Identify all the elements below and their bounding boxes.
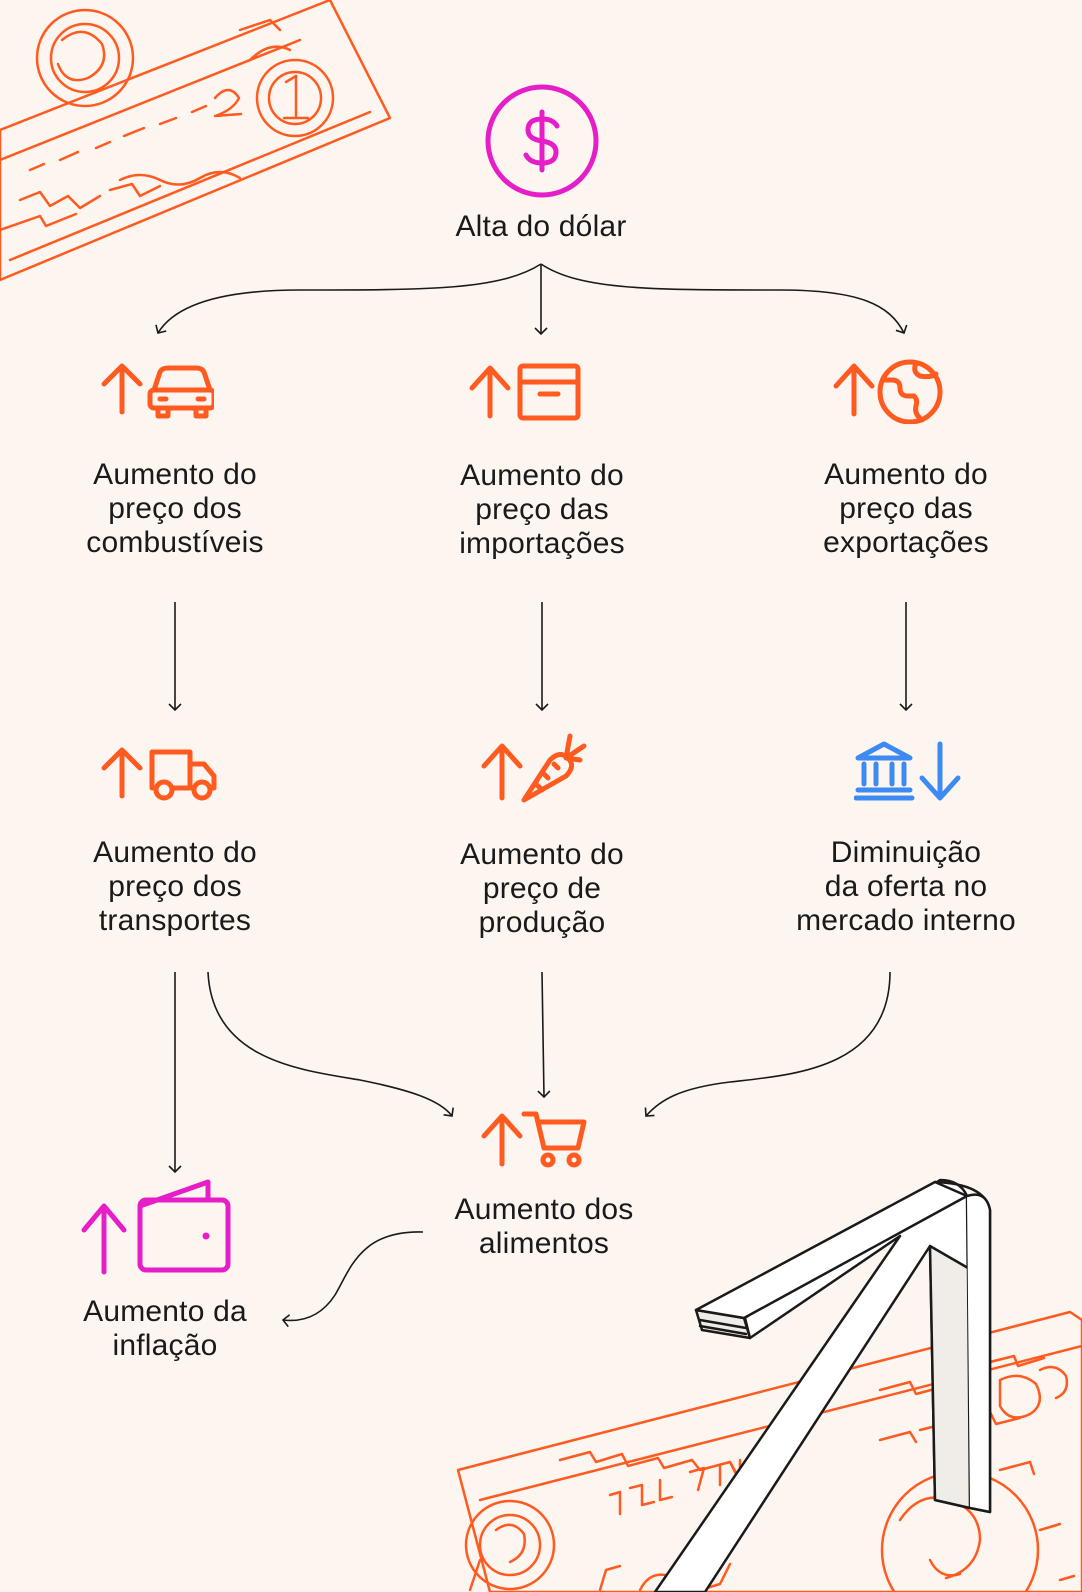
node-imports-label: Aumento do preço das importações	[459, 459, 625, 560]
growth-arrow-3d	[653, 1178, 992, 1592]
node-fuel-label: Aumento do preço dos combustíveis	[86, 458, 264, 559]
globe-icon	[833, 359, 943, 424]
node-production-label: Aumento do preço de produção	[460, 838, 624, 939]
cart-icon	[481, 1111, 587, 1168]
edge-root-exports	[540, 263, 908, 335]
edge-production-food	[537, 971, 551, 1099]
node-food-label: Aumento dos alimentos	[454, 1193, 634, 1260]
edge-transport-food	[207, 971, 454, 1117]
node-root-label: Alta do dólar	[455, 210, 627, 243]
truck-icon	[101, 747, 217, 801]
dollar-circle-icon	[485, 84, 599, 198]
node-exports-label: Aumento do preço das exportações	[823, 458, 989, 559]
edge-supply-food	[644, 971, 891, 1117]
banknote-sketch-top-left	[0, 0, 392, 282]
box-icon	[469, 363, 581, 421]
node-inflation-label: Aumento da inflação	[83, 1295, 247, 1362]
edge-root-fuel	[155, 263, 542, 334]
wallet-icon	[81, 1179, 231, 1275]
bank-icon	[854, 741, 961, 801]
node-supply-label: Diminuição da oferta no mercado interno	[796, 836, 1016, 937]
edge-food-inflation	[281, 1231, 424, 1328]
car-icon	[101, 363, 214, 419]
carrot-icon	[481, 733, 587, 803]
node-transport-label: Aumento do preço dos transportes	[93, 836, 257, 937]
